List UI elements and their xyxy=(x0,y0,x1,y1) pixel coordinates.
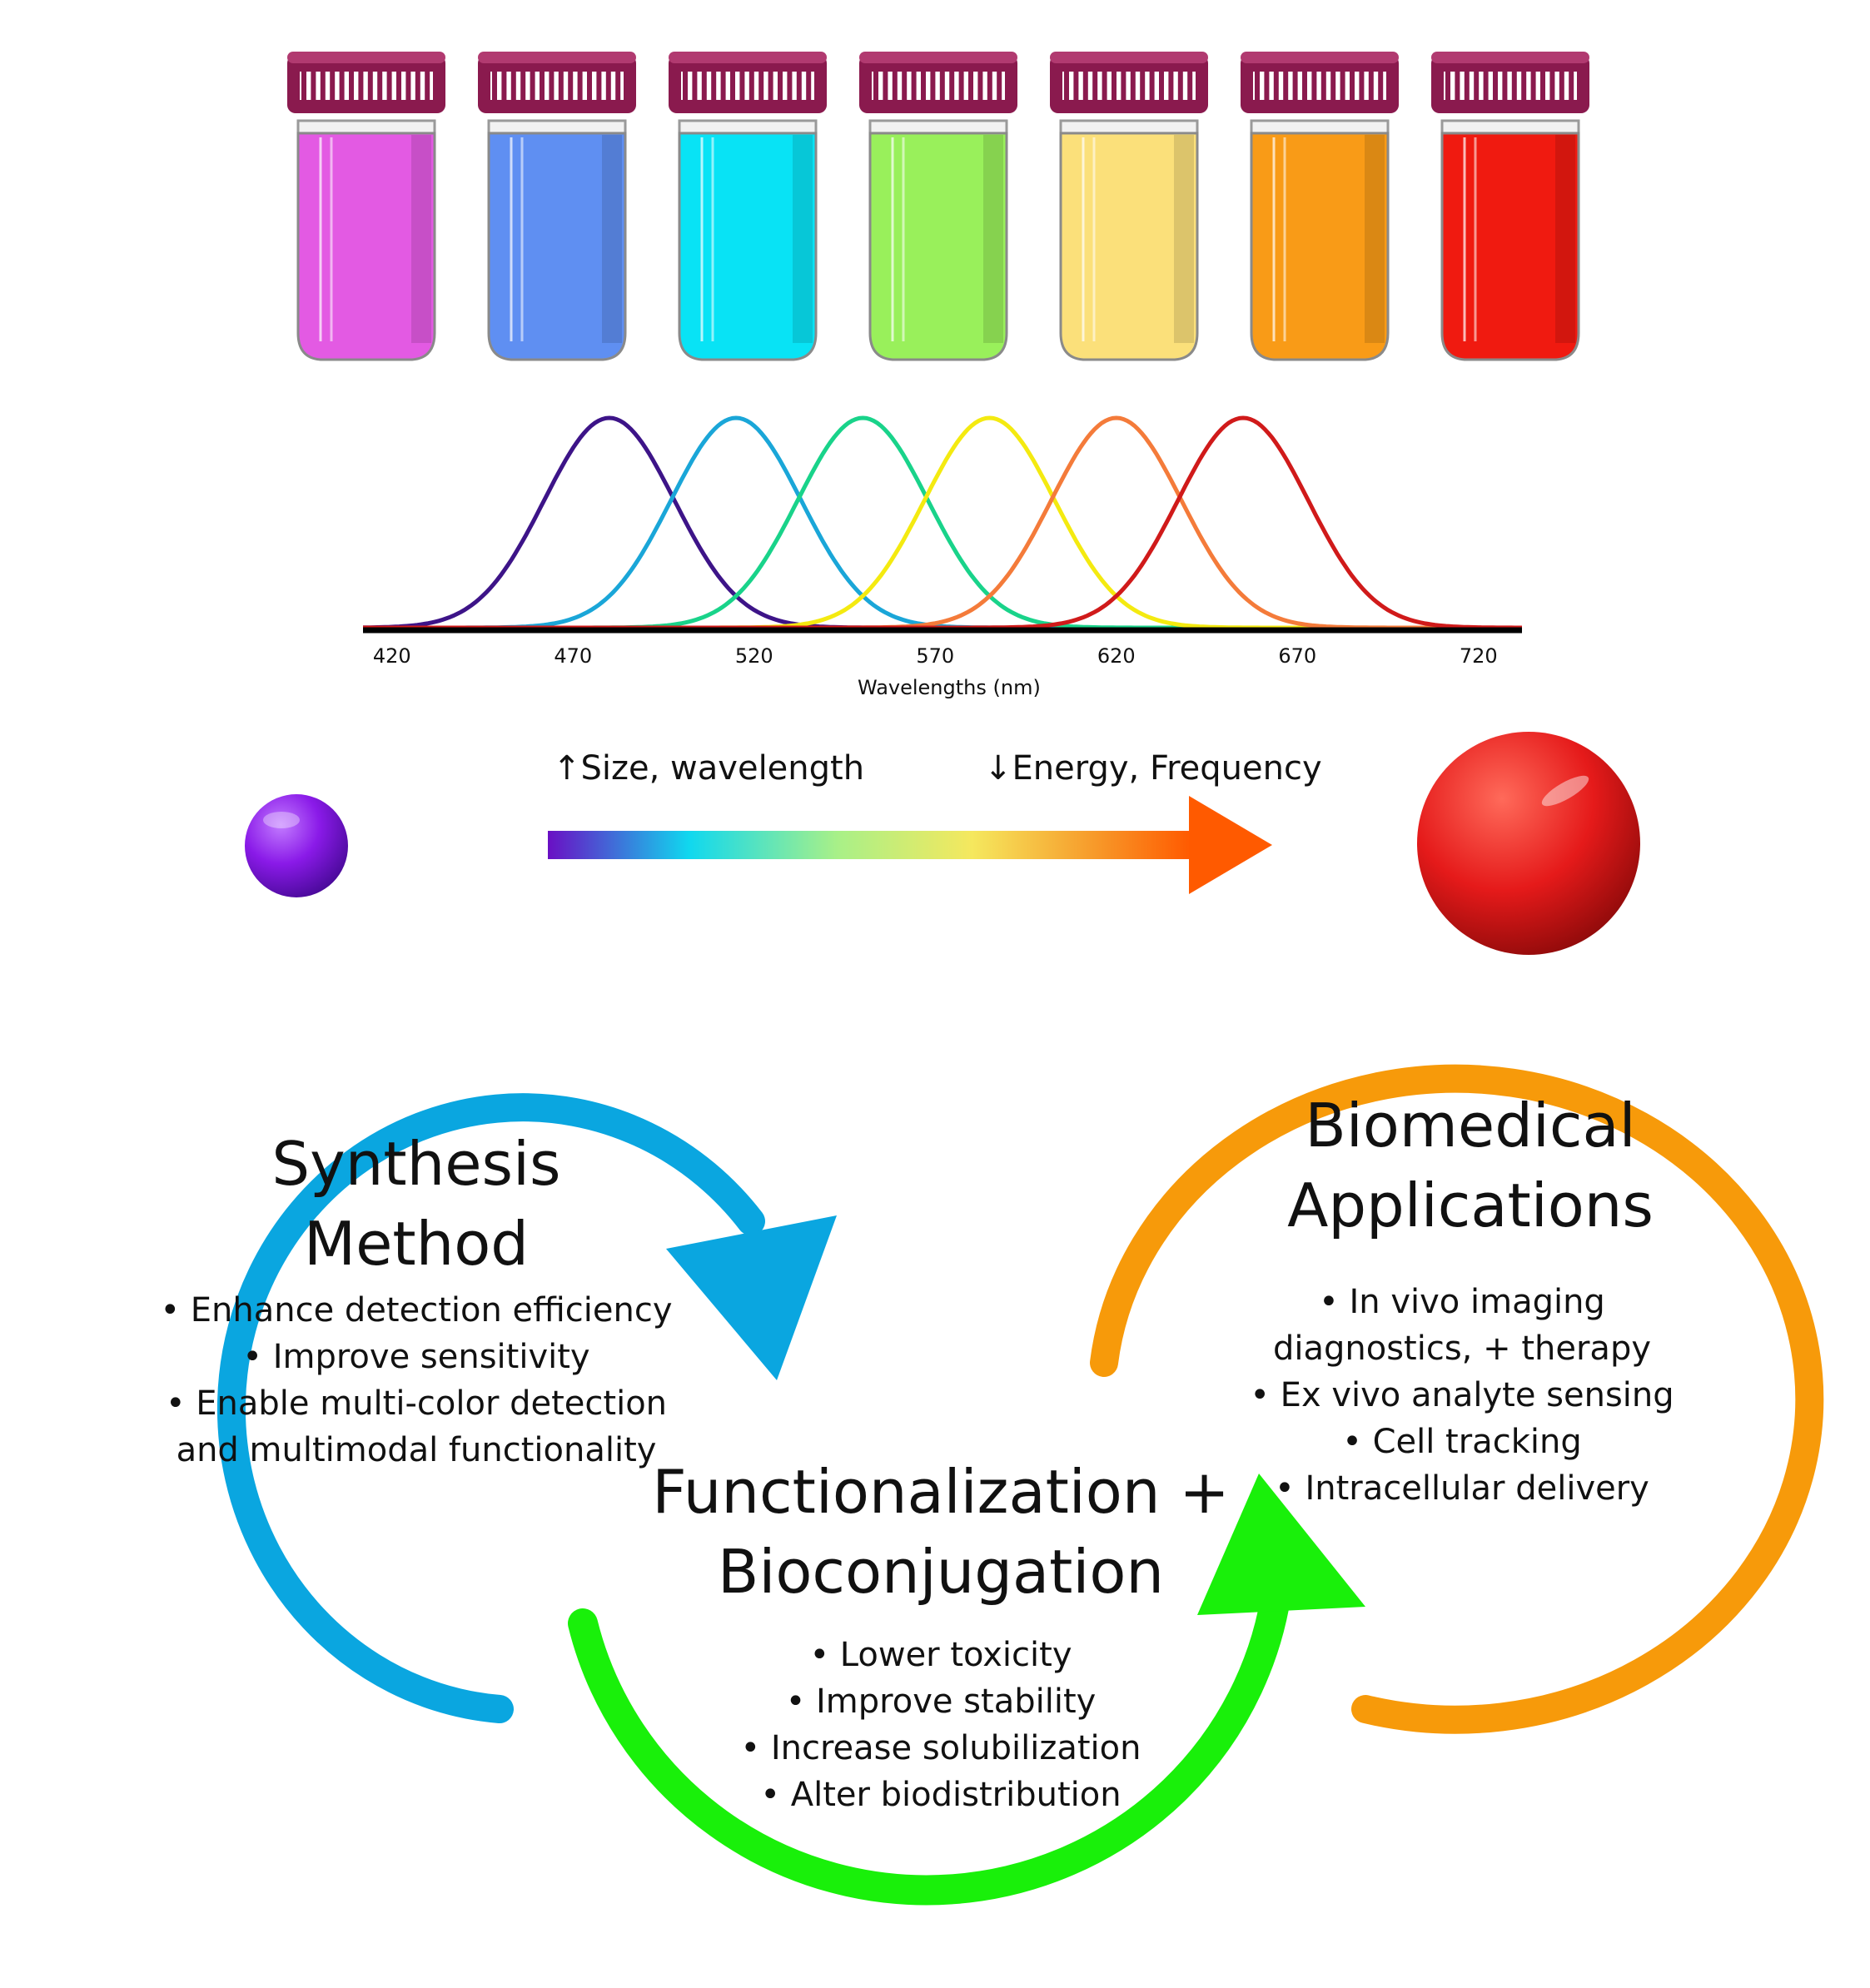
vial xyxy=(1431,52,1589,361)
spectrum-curve xyxy=(363,415,1522,630)
functionalization-cycle-arrow xyxy=(568,1558,1294,1906)
x-tick-label: 720 xyxy=(1459,644,1498,668)
small-particle xyxy=(245,794,348,897)
down-arrow-icon: ↓ xyxy=(984,749,1012,788)
list-item: • Cell tracking xyxy=(1342,1423,1582,1461)
x-tick-label: 420 xyxy=(372,644,411,668)
list-item: • Enable multi-color detection xyxy=(165,1384,668,1423)
spectrum-curve xyxy=(363,415,1522,630)
list-item: diagnostics, + therapy xyxy=(1272,1329,1652,1368)
synthesis-cycle-arrow xyxy=(216,1093,765,1723)
vial xyxy=(287,52,445,361)
biomedical-cycle-arrow xyxy=(1090,1064,1824,1734)
list-item: • Intracellular delivery xyxy=(1275,1469,1649,1508)
list-item: • In vivo imaging xyxy=(1319,1283,1605,1321)
list-item: • Improve sensitivity xyxy=(242,1338,590,1376)
size-gradient-arrow xyxy=(548,796,1272,894)
vial xyxy=(1241,52,1399,361)
vial-cap xyxy=(478,52,636,113)
vial xyxy=(859,52,1017,361)
vial-cap xyxy=(1431,52,1589,113)
biomedical-title: Biomedical Applications xyxy=(1287,1091,1654,1240)
x-tick-label: 670 xyxy=(1278,644,1317,668)
synthesis-title: Synthesis Method xyxy=(271,1129,561,1279)
spectrum-curve xyxy=(363,415,1522,630)
list-item: • Ex vivo analyte sensing xyxy=(1250,1376,1674,1414)
x-axis-title: Wavelengths (nm) xyxy=(858,676,1041,699)
energy-frequency-label: ↓Energy, Frequency xyxy=(984,749,1322,788)
spectrum-curve xyxy=(363,415,1522,630)
list-item: • Enhance detection efficiency xyxy=(160,1291,673,1329)
up-arrow-icon: ↑ xyxy=(553,749,581,788)
x-tick-label: 520 xyxy=(734,644,773,668)
list-item: • Alter biodistribution xyxy=(760,1776,1122,1814)
list-item: and multimodal functionality xyxy=(176,1431,657,1469)
vial xyxy=(669,52,827,361)
list-item: • Improve stability xyxy=(785,1682,1097,1721)
vial-cap xyxy=(1050,52,1208,113)
spectrum-curve xyxy=(363,415,1522,630)
x-tick-label: 620 xyxy=(1097,644,1136,668)
vial xyxy=(478,52,636,361)
functionalization-bullets: • Lower toxicity • Improve stability • I… xyxy=(691,1632,1191,1818)
list-item: • Lower toxicity xyxy=(809,1636,1072,1674)
vial-row xyxy=(287,52,1589,361)
list-item: • Increase solubilization xyxy=(740,1729,1141,1767)
vial-cap xyxy=(1241,52,1399,113)
functionalization-title: Functionalization + Bioconjugation xyxy=(652,1457,1230,1607)
vial-cap xyxy=(669,52,827,113)
biomedical-bullets: • In vivo imaging diagnostics, + therapy… xyxy=(1229,1279,1695,1512)
x-tick-label: 570 xyxy=(916,644,955,668)
vial-cap xyxy=(859,52,1017,113)
large-particle xyxy=(1417,732,1640,955)
size-wavelength-label: ↑Size, wavelength xyxy=(553,749,865,788)
spectrum-curve xyxy=(363,415,1522,630)
vial xyxy=(1050,52,1208,361)
x-tick-label: 470 xyxy=(554,644,593,668)
emission-spectrum-chart xyxy=(363,415,1522,634)
synthesis-bullets: • Enhance detection efficiency • Improve… xyxy=(142,1287,691,1474)
vial-cap xyxy=(287,52,445,113)
